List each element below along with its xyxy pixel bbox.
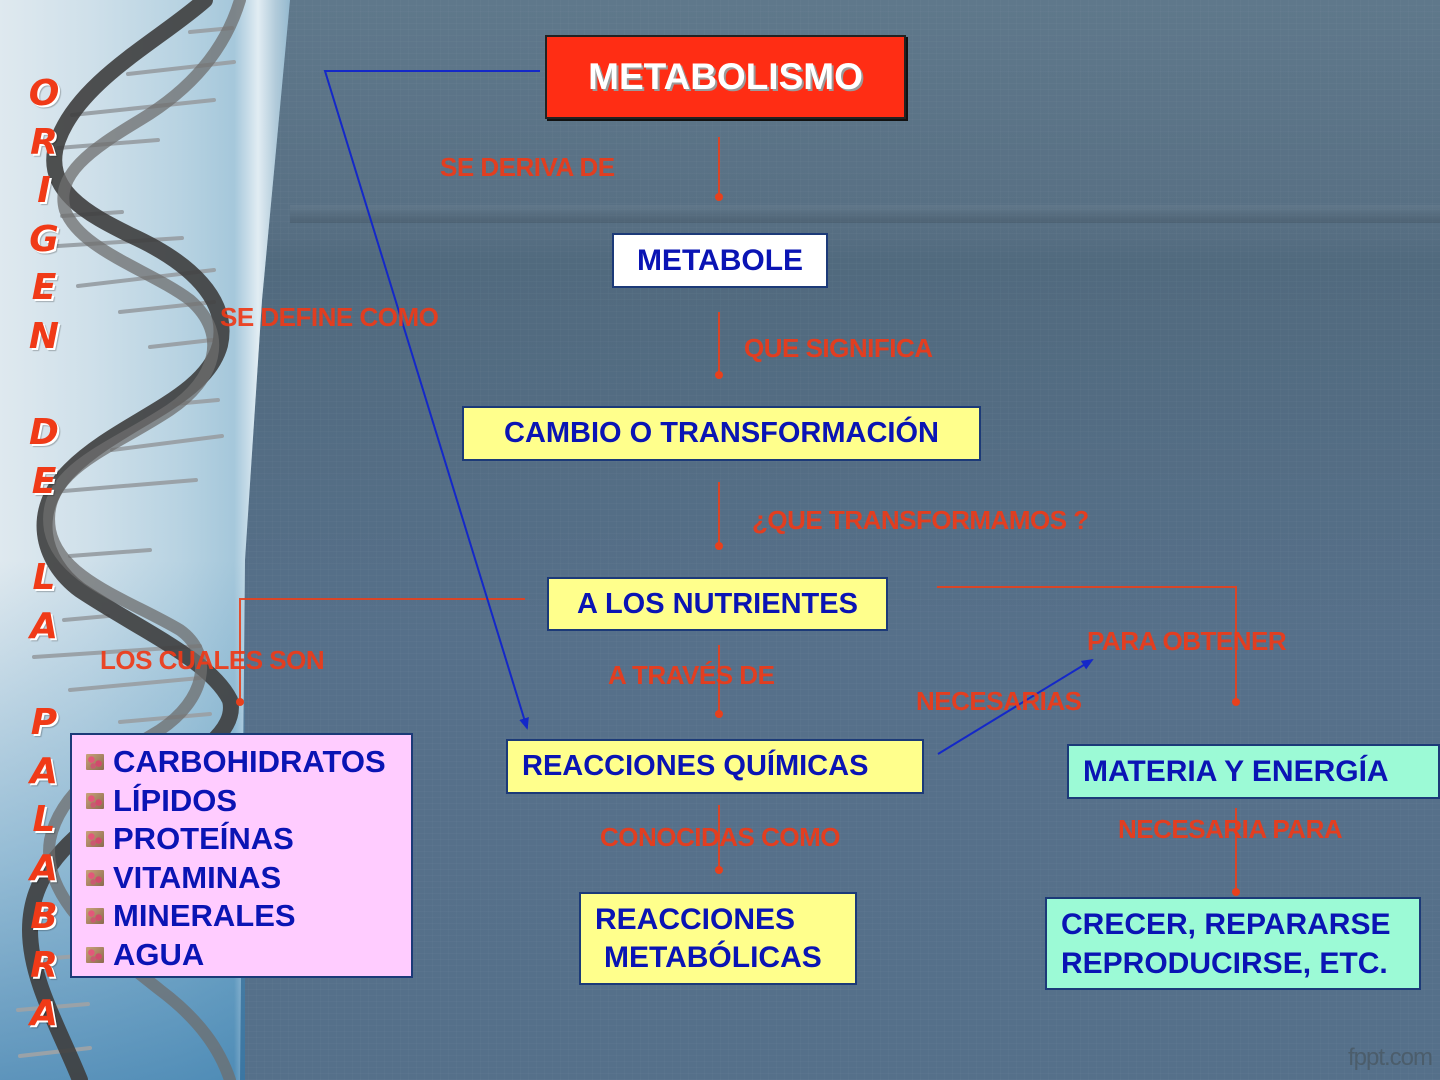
vertical-title-origen-de-la-palabra: O R I G E N D E L A P A L A B R A <box>22 70 66 1039</box>
title-letter: L <box>32 799 56 840</box>
title-letter: A <box>30 993 58 1034</box>
watermark: fppt.com <box>1347 1044 1433 1071</box>
molecule-bullet-icon <box>86 869 104 886</box>
node-crecer-line2: REPRODUCIRSE, ETC. <box>1061 946 1388 980</box>
title-letter: R <box>30 121 58 163</box>
title-letter: E <box>31 460 57 502</box>
node-a-los-nutrientes: A LOS NUTRIENTES <box>547 577 888 631</box>
label-necesarias: NECESARIAS <box>916 686 1082 716</box>
node-materia-energia-text: MATERIA Y ENERGÍA <box>1083 754 1389 788</box>
title-letter: A <box>30 847 58 889</box>
title-letter: N <box>28 315 60 357</box>
node-reacciones-metabolicas: REACCIONES METABÓLICAS <box>579 892 857 985</box>
nutrient-item: VITAMINAS <box>86 859 411 898</box>
nutrient-label: LÍPIDOS <box>113 782 238 818</box>
node-reacciones-metabolicas-line2: METABÓLICAS <box>604 940 822 974</box>
title-letter: O <box>28 73 60 114</box>
nutrient-label: MINERALES <box>113 898 296 934</box>
nutrient-label: VITAMINAS <box>113 859 282 895</box>
node-cambio-o-transformacion: CAMBIO O TRANSFORMACIÓN <box>462 406 981 461</box>
title-letter: A <box>30 605 58 647</box>
label-los-cuales-son: LOS CUALES SON <box>100 645 325 675</box>
background-band <box>290 205 1440 223</box>
label-se-deriva-de: SE DERIVA DE <box>440 152 615 182</box>
node-metabolismo-text: METABOLISMO <box>588 56 863 97</box>
nutrient-item: PROTEÍNAS <box>86 820 411 859</box>
title-letter: D <box>29 412 59 453</box>
title-letter: B <box>30 896 58 937</box>
molecule-bullet-icon <box>86 946 104 963</box>
label-que-transformamos: ¿QUE TRANSFORMAMOS ? <box>752 505 1089 535</box>
nutrient-item: AGUA <box>86 936 411 975</box>
label-que-significa: QUE SIGNIFICA <box>744 333 933 363</box>
node-reacciones-metabolicas-line1: REACCIONES <box>595 902 796 936</box>
node-metabole-text: METABOLE <box>636 243 804 277</box>
node-crecer-reproducirse: CRECER, REPARARSE REPRODUCIRSE, ETC. <box>1045 897 1421 990</box>
title-letter: G <box>29 218 59 260</box>
label-para-obtener: PARA OBTENER <box>1087 626 1287 656</box>
node-reacciones-quimicas: REACCIONES QUÍMICAS <box>506 739 924 794</box>
title-letter: P <box>30 702 58 743</box>
node-reacciones-quimicas-text: REACCIONES QUÍMICAS <box>522 750 869 782</box>
title-letter: R <box>30 944 58 986</box>
title-letter: E <box>31 267 57 308</box>
title-letter: L <box>32 557 56 598</box>
label-conocidas-como: CONOCIDAS COMO <box>600 822 841 852</box>
molecule-bullet-icon <box>86 792 104 809</box>
nutrient-label: AGUA <box>113 936 205 972</box>
nutrient-item: LÍPIDOS <box>86 782 411 821</box>
title-letter: A <box>30 750 58 792</box>
node-nutrientes-text: A LOS NUTRIENTES <box>577 587 858 620</box>
nutrient-label: CARBOHIDRATOS <box>113 744 386 780</box>
molecule-bullet-icon <box>86 908 104 925</box>
label-se-define-como: SE DEFINE COMO <box>220 302 439 332</box>
node-metabolismo: METABOLISMO <box>545 35 906 119</box>
title-letter: I <box>37 170 51 211</box>
molecule-bullet-icon <box>86 754 104 771</box>
label-necesaria-para: NECESARIA PARA <box>1118 814 1343 844</box>
node-materia-y-energia: MATERIA Y ENERGÍA <box>1067 744 1440 799</box>
molecule-bullet-icon <box>86 831 104 848</box>
dna-helix-icon <box>16 0 246 1080</box>
nutrient-item: CARBOHIDRATOS <box>86 743 411 782</box>
nutrient-item: MINERALES <box>86 897 411 936</box>
label-a-traves-de: A TRAVÉS DE <box>608 660 775 690</box>
node-crecer-line1: CRECER, REPARARSE <box>1061 907 1391 941</box>
node-cambio-text: CAMBIO O TRANSFORMACIÓN <box>504 417 939 449</box>
nutrient-label: PROTEÍNAS <box>113 821 294 857</box>
nutrients-list-box: CARBOHIDRATOS LÍPIDOS PROTEÍNAS VITAMINA… <box>70 733 413 978</box>
node-metabole: METABOLE <box>612 233 828 288</box>
